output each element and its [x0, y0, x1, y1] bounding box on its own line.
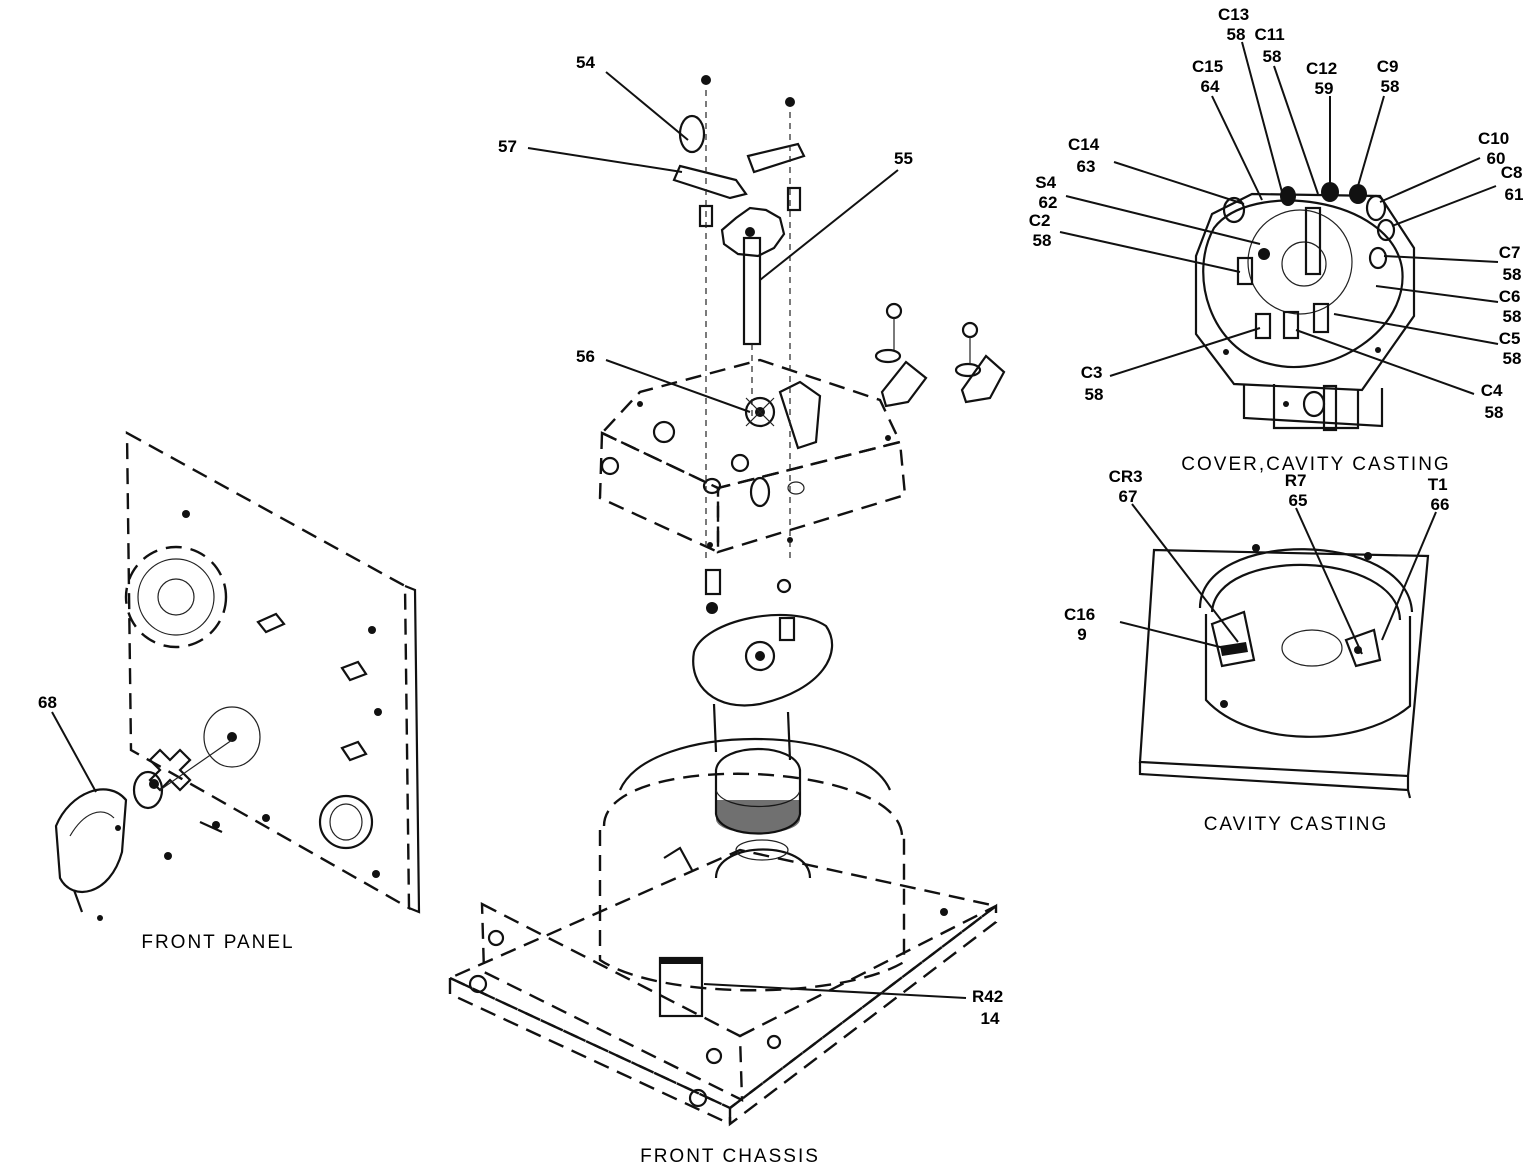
cover-cavity-casting-drawing	[1194, 182, 1416, 432]
callout-t1: T1 66	[1428, 475, 1453, 514]
callout-c10: C10 60	[1478, 129, 1514, 168]
callout-cr3: CR3 67	[1109, 467, 1148, 506]
callout-c4: C4 58	[1481, 381, 1507, 422]
callout-56: 56	[576, 347, 595, 366]
callout-c12: C12 59	[1306, 59, 1342, 98]
callout-c6: C6 58	[1499, 287, 1525, 326]
callout-c11: C11 58	[1255, 25, 1290, 66]
cavity-casting-drawing	[1138, 544, 1430, 799]
callout-c8: C8 61	[1501, 163, 1527, 204]
callout-c7: C7 58	[1499, 243, 1525, 284]
callout-labels: 68 54 57 55 56 R42 14 C13 58 C11 58 C15 …	[38, 5, 1527, 1028]
caption-front-chassis: FRONT CHASSIS	[640, 1146, 820, 1167]
callout-68: 68	[38, 693, 57, 712]
caption-front-panel: FRONT PANEL	[141, 932, 294, 953]
callout-55: 55	[894, 149, 913, 168]
callout-54: 54	[576, 53, 595, 72]
callout-c2: C2 58	[1029, 211, 1055, 250]
caption-cavity-casting: CAVITY CASTING	[1204, 814, 1389, 835]
front-panel-drawing	[54, 430, 421, 921]
callout-c5: C5 58	[1499, 329, 1525, 368]
callout-r7: R7 65	[1285, 471, 1311, 510]
leader-lines	[51, 41, 1499, 999]
caption-cover-cavity-casting: COVER,CAVITY CASTING	[1181, 454, 1450, 475]
callout-c16: C16 9	[1064, 605, 1100, 644]
callout-r42: R42 14	[972, 987, 1008, 1028]
callout-c14: C14 63	[1068, 135, 1104, 176]
callout-57: 57	[498, 137, 517, 156]
callout-c3: C3 58	[1081, 363, 1107, 404]
panel-captions: FRONT PANEL FRONT CHASSIS COVER,CAVITY C…	[141, 454, 1450, 1167]
callout-s4: S4 62	[1035, 173, 1061, 212]
callout-c9: C9 58	[1377, 57, 1403, 96]
gear-56	[744, 396, 776, 428]
front-chassis-drawing	[447, 75, 1006, 1127]
callout-c13: C13 58	[1218, 5, 1254, 44]
callout-c15: C15 64	[1192, 57, 1228, 96]
